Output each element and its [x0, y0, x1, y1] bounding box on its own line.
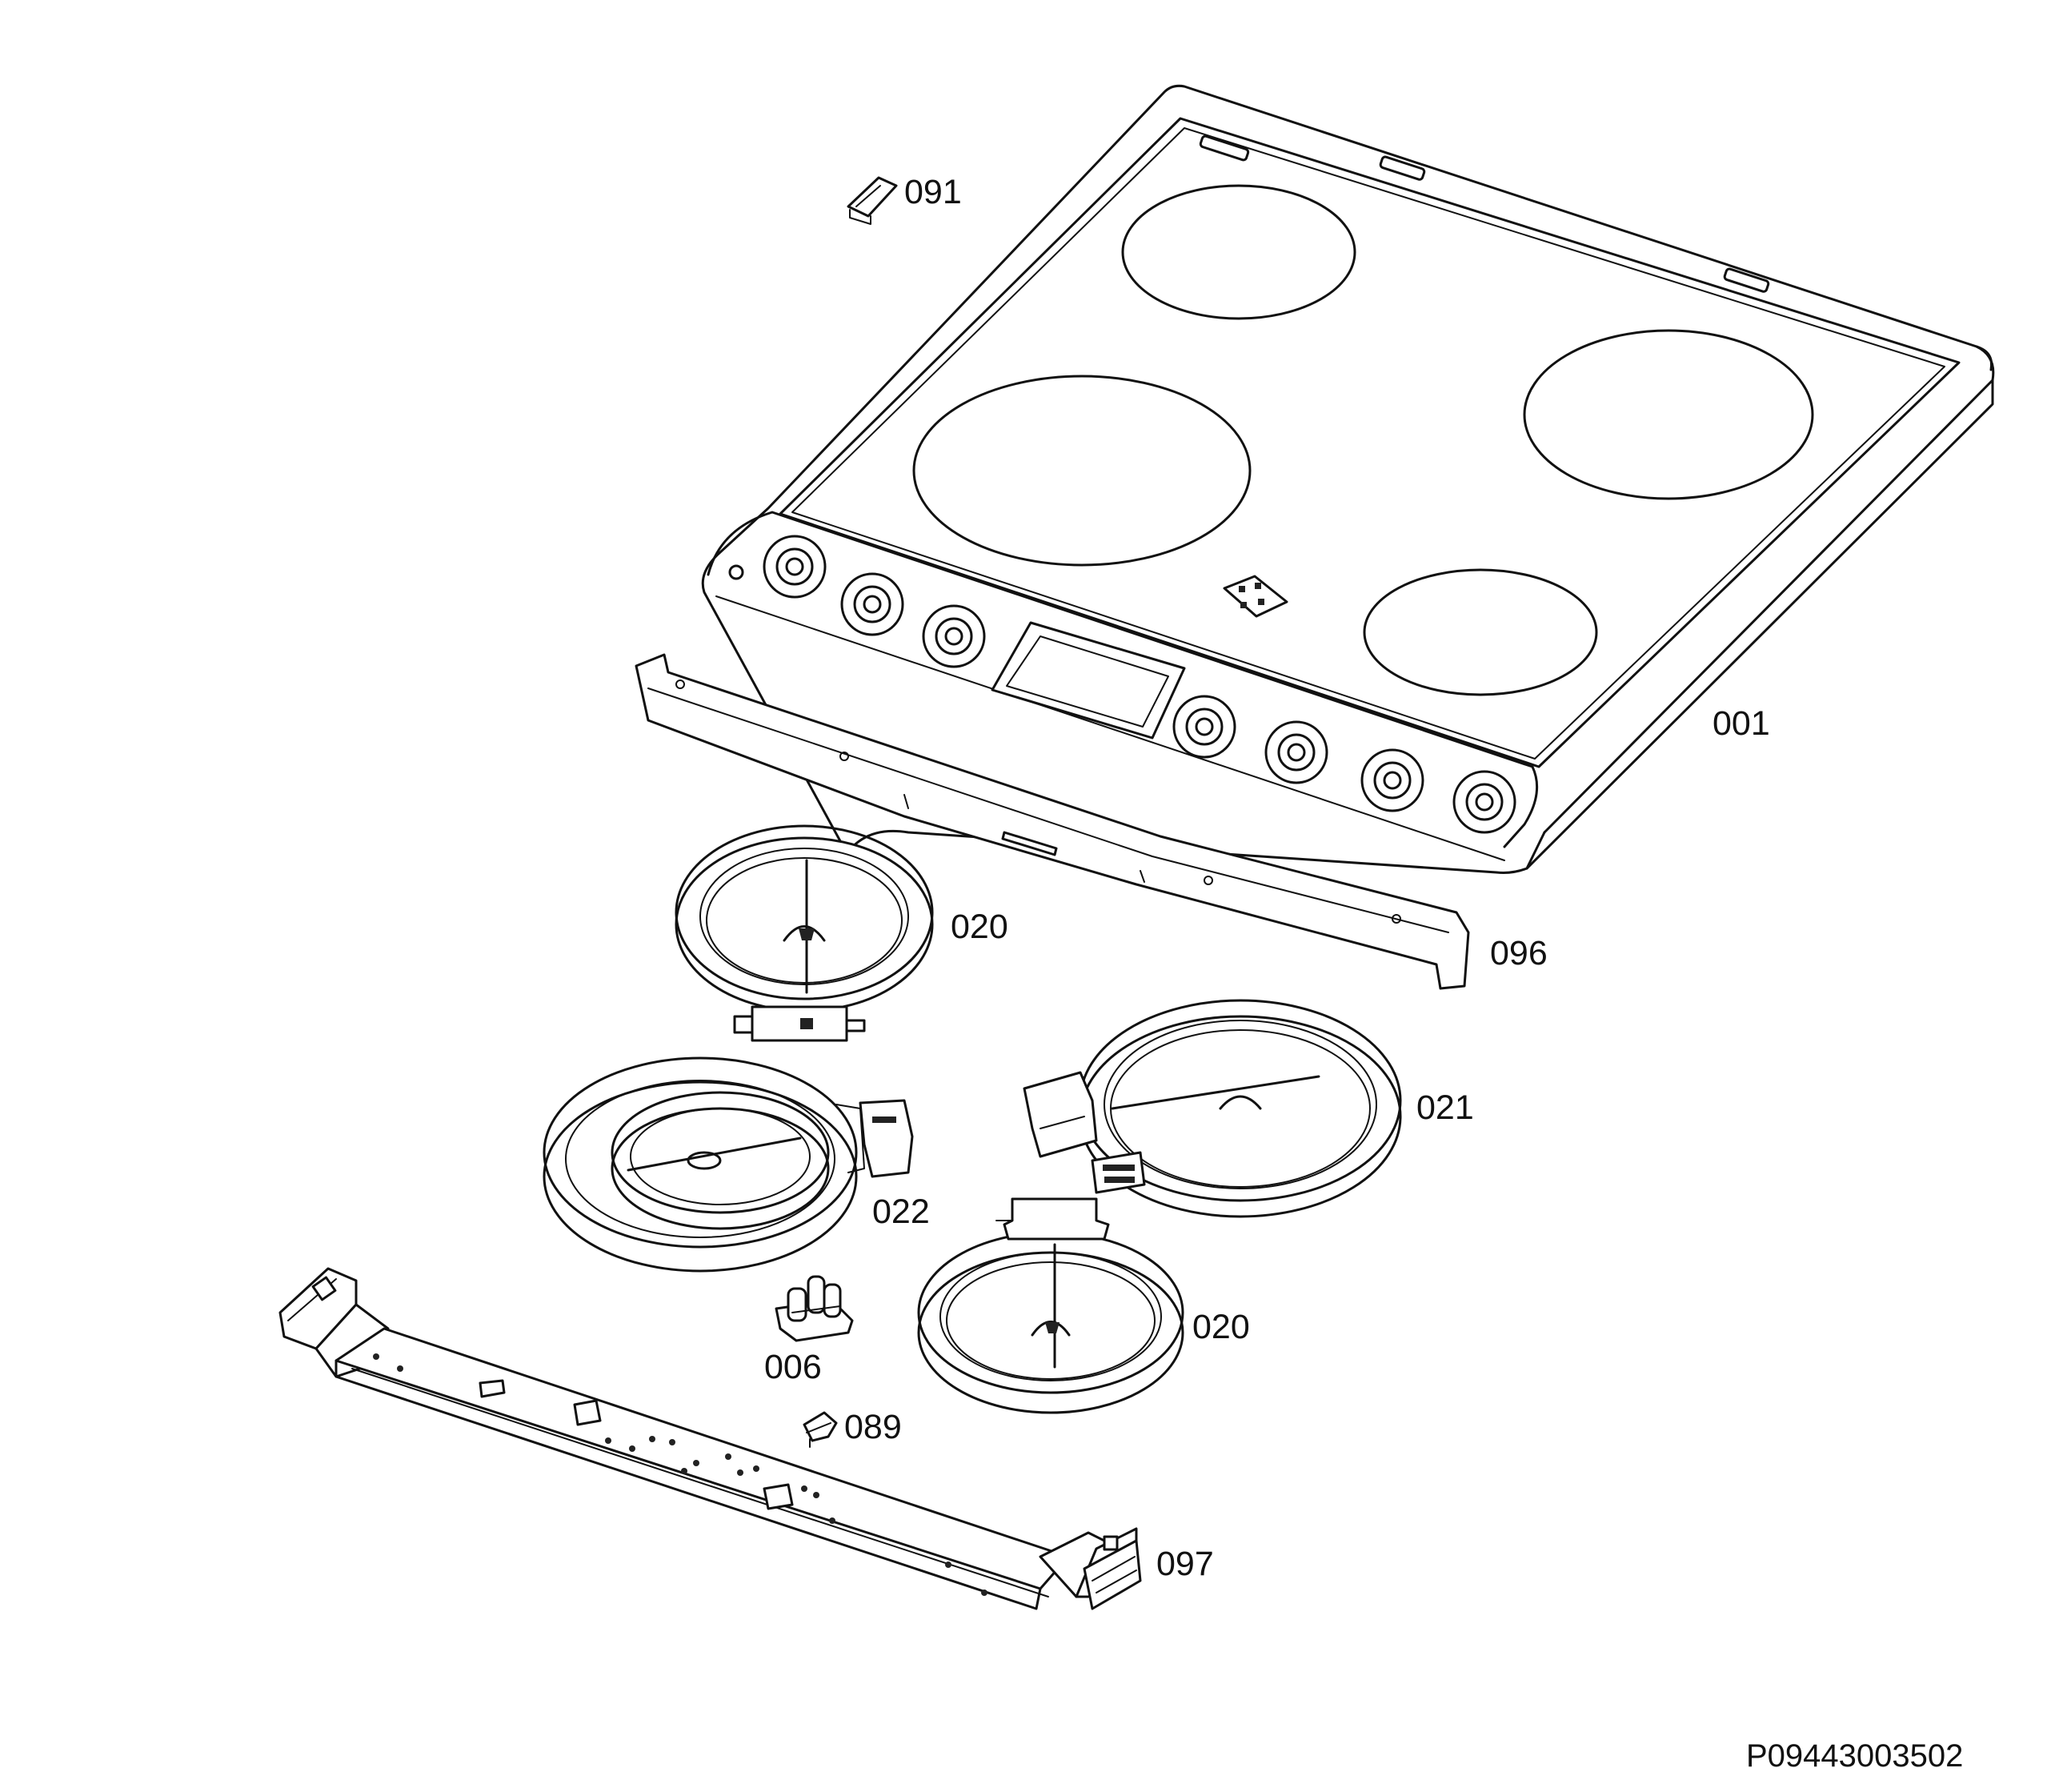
label-001: 001	[1712, 704, 1770, 743]
part-020-element-upper[interactable]	[675, 824, 934, 1042]
part-006-terminal-block[interactable]	[775, 1275, 854, 1342]
label-089: 089	[844, 1408, 902, 1446]
part-089-clip[interactable]	[803, 1411, 838, 1448]
part-001-cooktop[interactable]	[701, 84, 1995, 874]
label-022: 022	[872, 1193, 930, 1231]
part-020-element-lower[interactable]	[917, 1197, 1184, 1414]
label-020-upper: 020	[951, 908, 1008, 946]
part-labels: 091 001 020 096 021 022 020 006 089 097 …	[764, 173, 1963, 1774]
reference-code: P09443003502	[1746, 1738, 1963, 1774]
zone-layout-icon	[1223, 575, 1288, 618]
part-096-trim-strip[interactable]	[635, 653, 1470, 990]
part-021-element[interactable]	[1023, 999, 1402, 1218]
label-096: 096	[1490, 934, 1548, 972]
part-091-clip[interactable]	[847, 176, 898, 225]
label-006: 006	[764, 1348, 822, 1386]
part-022-dual-element[interactable]	[543, 1056, 914, 1273]
label-020-lower: 020	[1192, 1308, 1250, 1346]
part-097-mounting-rail[interactable]	[278, 1267, 1142, 1610]
label-091: 091	[904, 173, 962, 211]
label-021: 021	[1416, 1088, 1474, 1127]
label-097: 097	[1156, 1545, 1214, 1583]
